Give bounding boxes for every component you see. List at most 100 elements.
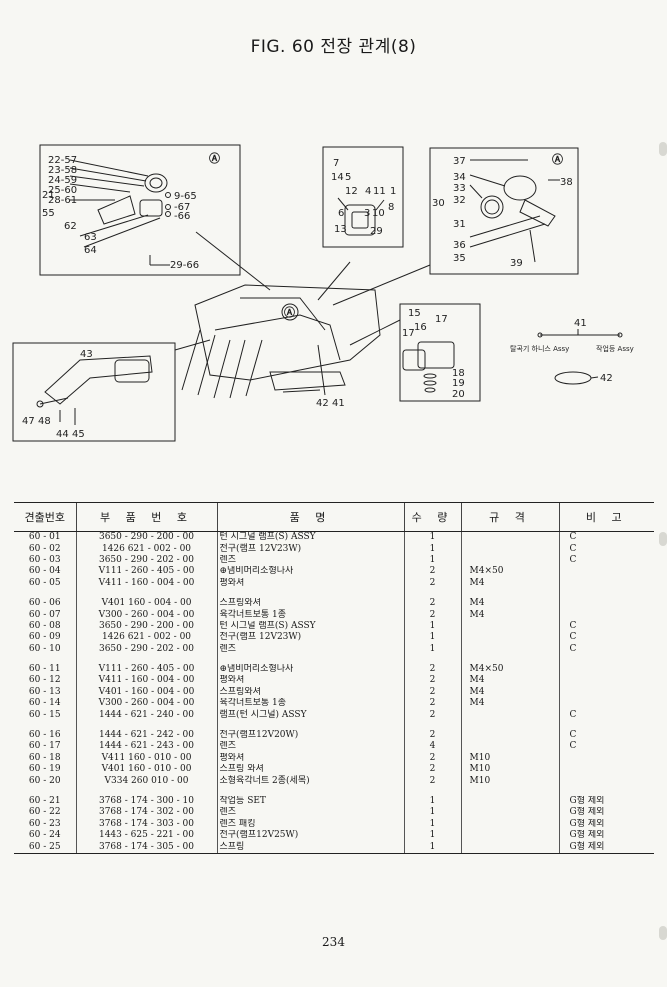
svg-text:39: 39 (510, 258, 523, 269)
svg-text:64: 64 (84, 245, 97, 256)
spacer-cell (14, 589, 76, 598)
cell-spec: M4 (460, 597, 559, 610)
cell-index: 60 - 03 (28, 554, 61, 565)
svg-text:35: 35 (453, 253, 466, 264)
cell-index: 60 - 05 (28, 577, 61, 588)
cell-quantity: 1 (403, 632, 461, 644)
cell-spec (460, 709, 559, 721)
cell-part-name: 렌즈 패킹 (216, 818, 404, 830)
work-light-drawing (469, 159, 560, 263)
svg-text:7: 7 (333, 158, 339, 169)
cell-index: 60 - 16 (28, 730, 61, 741)
cell-quantity: 1 (403, 829, 461, 842)
svg-text:17: 17 (402, 328, 415, 339)
header-spec: 규 격 (460, 502, 559, 532)
cell-quantity: 1 (403, 807, 461, 819)
detail-box-3 (429, 147, 579, 275)
svg-text:30: 30 (432, 198, 445, 209)
cell-remarks (558, 775, 654, 787)
svg-text:-66: -66 (174, 211, 190, 222)
cell-part-number: 3768 - 174 - 303 - 00 (75, 818, 217, 830)
cell-part-name: 렌즈 (216, 741, 404, 753)
svg-text:8: 8 (388, 202, 394, 213)
svg-text:4: 4 (365, 186, 371, 197)
cell-part-number: 3650 - 290 - 202 - 00 (75, 643, 217, 655)
cell-part-number: 1444 - 621 - 243 - 00 (75, 741, 217, 753)
svg-text:44: 44 (56, 429, 69, 440)
page-number: 234 (322, 935, 345, 949)
cell-index: 60 - 02 (28, 543, 61, 554)
svg-text:Ⓐ: Ⓐ (209, 151, 220, 165)
cell-spec: M4 (460, 577, 559, 589)
cell-quantity: 1 (403, 643, 461, 655)
cell-remarks: C (558, 709, 654, 721)
cell-index: 60 - 10 (28, 643, 61, 654)
svg-text:55: 55 (42, 208, 55, 219)
svg-text:34: 34 (453, 172, 466, 183)
cell-spec: M10 (460, 775, 559, 787)
cell-spec (460, 807, 559, 819)
cell-part-name: 렌즈 (216, 643, 404, 655)
cell-spec: M4 (460, 686, 559, 699)
cell-index: 60 - 09 (28, 632, 61, 643)
cell-part-number: 3650 - 290 - 200 - 00 (75, 620, 217, 633)
svg-text:41: 41 (332, 398, 345, 409)
wiring-harness-drawing (537, 329, 623, 385)
cell-index: 60 - 14 (28, 698, 61, 709)
cell-part-number: 3768 - 174 - 305 - 00 (75, 841, 217, 854)
cell-part-number: V411 - 160 - 004 - 00 (75, 675, 217, 687)
svg-text:45: 45 (72, 429, 85, 440)
cell-remarks: G형 제외 (558, 829, 654, 842)
svg-text:13: 13 (334, 224, 347, 235)
cell-index: 60 - 20 (28, 775, 61, 786)
lamp-assy-drawing (402, 341, 455, 393)
cell-spec: M10 (460, 764, 559, 776)
svg-text:36: 36 (453, 240, 466, 251)
cell-part-name: 스프링와셔 (216, 597, 404, 610)
spacer-cell (403, 786, 461, 796)
cell-part-number: 3768 - 174 - 302 - 00 (75, 807, 217, 819)
cell-part-name: 스프링와셔 (216, 686, 404, 699)
cell-index: 60 - 22 (28, 807, 61, 818)
page-title: FIG. 60 전장 관계(8) (250, 37, 417, 57)
cell-spec (460, 531, 559, 544)
cell-remarks (558, 566, 654, 578)
svg-text:10: 10 (372, 208, 385, 219)
svg-text:24-59: 24-59 (48, 175, 77, 186)
svg-text:탈곡기 하니스 Assy: 탈곡기 하니스 Assy (510, 344, 569, 353)
spacer-cell (403, 588, 461, 598)
cell-remarks (558, 577, 654, 589)
svg-text:42: 42 (600, 373, 613, 384)
cell-index: 60 - 12 (28, 675, 61, 686)
spacer-cell (14, 787, 76, 796)
cell-part-number: 1426 621 - 002 - 00 (75, 543, 217, 555)
cell-part-number: 1444 - 621 - 240 - 00 (75, 709, 217, 721)
svg-text:3: 3 (364, 208, 370, 219)
cell-remarks (558, 764, 654, 776)
cell-spec (460, 729, 559, 742)
cell-spec (460, 818, 559, 830)
cell-part-name: 전구(램프12V20W) (216, 729, 404, 742)
spacer-cell (558, 654, 654, 664)
cell-spec: M4×50 (460, 566, 559, 578)
detail-box-2 (322, 146, 404, 248)
cell-remarks (558, 686, 654, 699)
spacer-cell (75, 654, 217, 664)
header-remarks: 비 고 (558, 502, 654, 532)
cell-part-name: 평와셔 (216, 675, 404, 687)
cell-part-number: V334 260 010 - 00 (75, 775, 217, 787)
cell-spec (460, 554, 559, 567)
cell-quantity: 4 (403, 741, 461, 753)
